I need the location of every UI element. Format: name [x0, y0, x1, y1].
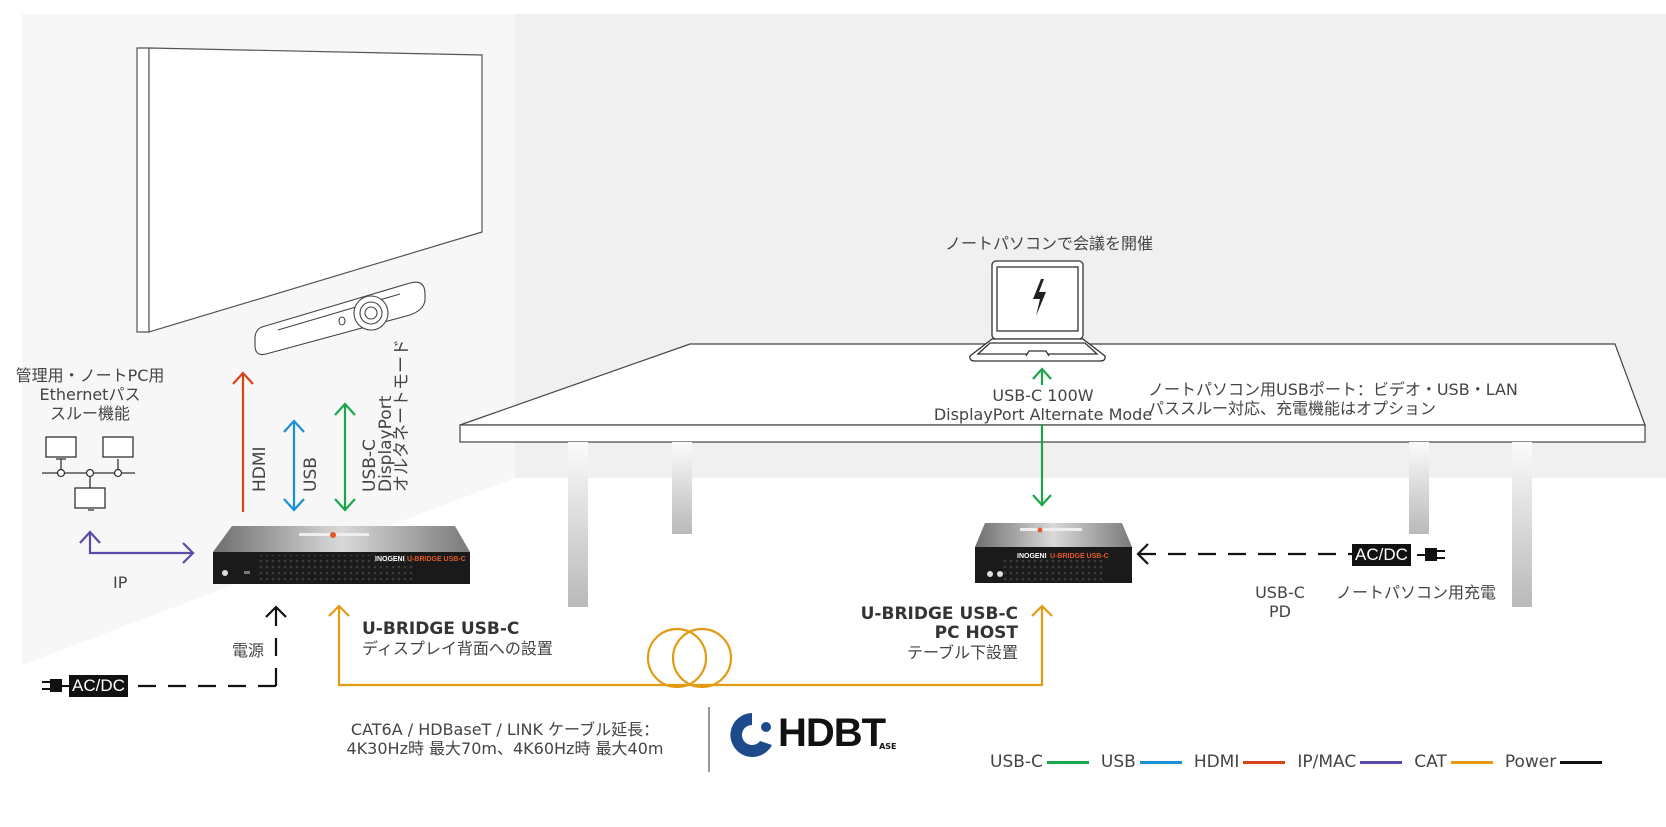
svg-text:U-BRIDGE USB-C: U-BRIDGE USB-C [407, 556, 466, 563]
hdmi-arrow [232, 371, 254, 512]
usbc-pd-label: USB-C PD [1240, 583, 1320, 621]
legend-item-cat: CAT [1414, 752, 1493, 772]
legend-item-power: Power [1504, 752, 1603, 772]
legend-item-usbc: USB-C [990, 752, 1089, 772]
hdmi-label: HDMI [250, 446, 270, 492]
acdc-adapter-right: AC/DC [1352, 544, 1411, 566]
laptop-port-note-line-1: ノートパソコン用USBポート：ビデオ・USB・LAN [1148, 380, 1518, 399]
ubridge-host-subtitle: テーブル下設置 [906, 643, 1018, 662]
ubridge-host-title2: PC HOST [934, 623, 1018, 643]
legend-item-usb: USB [1101, 752, 1182, 772]
svg-text:INOGENI: INOGENI [1017, 553, 1047, 560]
usbc-100w-line: USB-C 100W [992, 386, 1094, 405]
hdbaset-logo: HDBT ASE [778, 711, 897, 756]
svg-text:U-BRIDGE USB-C: U-BRIDGE USB-C [1050, 553, 1109, 560]
usbc-arrow-host [1032, 367, 1052, 507]
cable-note-line-2: 4K30Hz時 最大70m、4K60Hz時 最大40m [346, 739, 664, 758]
laptop-caption: ノートパソコンで会議を開催 [945, 234, 1154, 253]
network-icon [42, 436, 135, 511]
power-label: 電源 [232, 641, 265, 660]
power-line-right [1136, 543, 1352, 565]
cable-note: CAT6A / HDBaseT / LINK ケーブル延長： 4K30Hz時 最… [320, 720, 690, 758]
legend-label: CAT [1414, 752, 1447, 772]
legend-swatch [1139, 760, 1182, 764]
usb-arrow [283, 419, 305, 512]
camera-bar [254, 281, 426, 356]
cable-note-line-1: CAT6A / HDBaseT / LINK ケーブル延長： [350, 720, 660, 739]
usbc-pd-line-1: USB-C [1255, 583, 1305, 602]
power-line-left [138, 605, 287, 688]
usbc-arrow-display [334, 402, 356, 512]
hdbaset-logo-sub: ASE [879, 742, 897, 751]
acdc-adapter-left: AC/DC [69, 675, 128, 697]
legend-swatch [1560, 760, 1603, 764]
legend-item-hdmi: HDMI [1194, 752, 1286, 772]
legend-item-ipmac: IP/MAC [1297, 752, 1403, 772]
plug-icon-left [42, 679, 72, 692]
laptop-port-note: ノートパソコン用USBポート：ビデオ・USB・LAN パススルー対応、充電機能は… [1148, 380, 1518, 418]
legend-label: IP/MAC [1297, 752, 1357, 772]
legend-label: USB-C [990, 752, 1043, 772]
ip-label: IP [113, 573, 128, 592]
wall-display [136, 47, 483, 333]
legend-swatch [1046, 760, 1089, 764]
laptop [969, 260, 1106, 362]
svg-text:INOGENI: INOGENI [375, 556, 405, 563]
mgmt-line-2: Ethernetパス [39, 385, 141, 404]
mgmt-line-3: スルー機能 [49, 404, 130, 423]
ubridge-host-title: U-BRIDGE USB-C [860, 604, 1018, 624]
ubridge-display-title: U-BRIDGE USB-C [362, 619, 520, 639]
usbc-pd-line-2: PD [1269, 602, 1291, 621]
legend-label: Power [1504, 752, 1557, 772]
laptop-port-note-line-2: パススルー対応、充電機能はオプション [1148, 399, 1437, 418]
ubridge-display-subtitle: ディスプレイ背面への設置 [362, 639, 553, 658]
mgmt-passthrough-label: 管理用・ノートPC用 Ethernetパス スルー機能 [12, 366, 168, 423]
ip-arrow [79, 530, 195, 564]
hdbaset-logo-text: HDBT [778, 711, 886, 755]
legend-swatch [1450, 760, 1493, 764]
usbc-dp-alt-label: USB-C DisplayPort オルタネートモード [360, 339, 412, 492]
legend-label: USB [1100, 752, 1136, 772]
hdbaset-logo-mark [730, 713, 772, 757]
legend-swatch [1360, 760, 1403, 764]
ubridge-display-device: INOGENI U-BRIDGE USB-C [213, 526, 470, 584]
table [459, 343, 1646, 607]
ubridge-display-caption: U-BRIDGE USB-C ディスプレイ背面への設置 [362, 619, 553, 659]
legend: USB-C USB HDMI IP/MAC CAT Power [990, 752, 1614, 772]
usbc-100w-caption: USB-C 100W DisplayPort Alternate Mode [860, 386, 1226, 424]
ubridge-host-caption: U-BRIDGE USB-C PC HOST テーブル下設置 [818, 604, 1018, 663]
usb-label: USB [301, 457, 321, 492]
laptop-charging-label: ノートパソコン用充電 [1336, 583, 1497, 602]
cat-cable [328, 604, 1053, 689]
legend-label: HDMI [1193, 752, 1240, 772]
plug-icon-right [1417, 548, 1445, 561]
legend-swatch [1243, 760, 1286, 764]
usbc-dp-alt-line-3: オルタネートモード [392, 339, 412, 492]
dp-alt-mode-line: DisplayPort Alternate Mode [933, 405, 1153, 424]
ubridge-host-device: INOGENI U-BRIDGE USB-C [975, 523, 1132, 583]
mgmt-line-1: 管理用・ノートPC用 [15, 366, 165, 385]
